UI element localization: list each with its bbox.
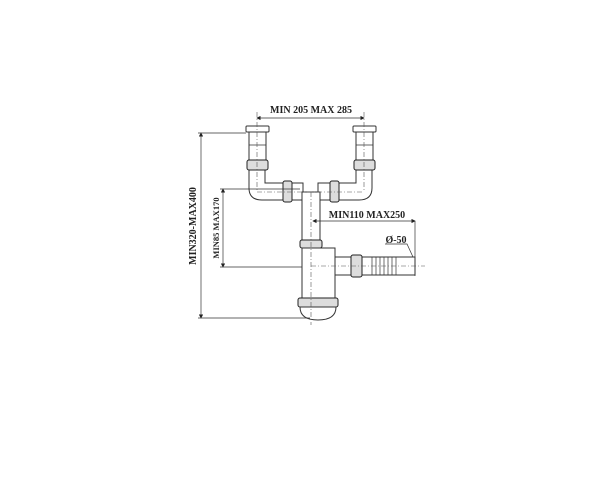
bottle-body (301, 247, 336, 299)
outlet-diameter-label: Ø-50 (385, 235, 406, 246)
dimension-lines (198, 115, 416, 319)
bottle-cap (299, 306, 337, 321)
strainer-spacing-label: MIN 205 MAX 285 (270, 105, 352, 116)
inlet-height-label: MIN85 MAX170 (211, 197, 221, 258)
double-bowl-siphon (245, 125, 416, 321)
cross-nut-right (329, 180, 340, 203)
left-strainer (245, 125, 270, 171)
right-strainer (352, 125, 377, 171)
cross-nut-left (282, 180, 293, 203)
total-height-label: MIN320-MAX400 (188, 187, 199, 265)
bottle-nut-bottom (297, 297, 339, 308)
outlet-length-label: MIN110 MAX250 (329, 210, 405, 221)
center-lines (256, 112, 425, 325)
